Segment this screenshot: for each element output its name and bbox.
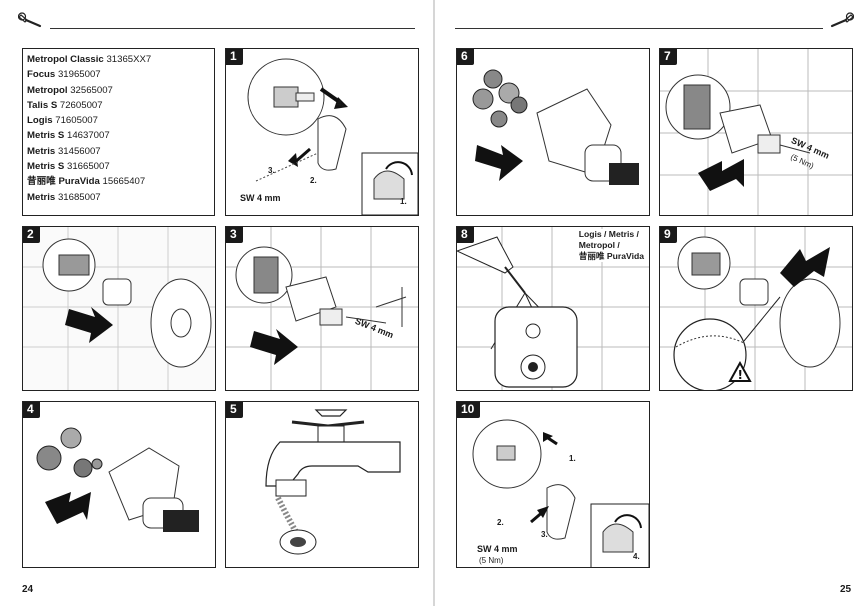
model-item: Focus 31965007 [27, 69, 101, 81]
model-item: Talis S 72605007 [27, 99, 103, 111]
step-10-illustration [472, 419, 649, 567]
callout-2: 2. [497, 518, 504, 527]
step-number: 8 [457, 227, 474, 243]
wrench-icon [18, 12, 42, 28]
model-note: Logis / Metris / Metropol / 昔丽唯 PuraVida [575, 229, 647, 262]
step-4-illustration [36, 427, 199, 532]
step-10-panel: 10 1. 2. 3. 4. SW 4 mm (5 Nm) [456, 401, 650, 568]
step-4-panel: 4 [22, 401, 216, 568]
callout-4: 4. [337, 99, 344, 108]
model-item: Metropol 32565007 [27, 84, 113, 96]
tool-size: SW 4 mm [240, 193, 281, 203]
step-number: 6 [457, 49, 474, 65]
note-line: Logis / Metris / [578, 229, 639, 239]
tool-size: SW 4 mm [477, 544, 518, 554]
step-number: 5 [226, 402, 243, 418]
step-6-illustration [472, 69, 639, 185]
page-25: 6 7 SW 4 mm (5 Nm) [435, 0, 868, 606]
note-line: Metropol / [578, 240, 620, 250]
callout-1: 1. [569, 454, 576, 463]
step-1-panel: 1 4. 3. 2. 1. SW 4 mm [225, 48, 419, 216]
step-number: 1 [226, 49, 243, 65]
callout-4: 4. [633, 552, 640, 561]
step-number: 3 [226, 227, 243, 243]
step-7-panel: 7 SW 4 mm (5 Nm) [659, 48, 853, 216]
torque-value: (5 Nm) [479, 556, 504, 565]
callout-3: 3. [268, 166, 275, 175]
step-5-illustration [265, 409, 401, 555]
model-item: Metris S 31665007 [27, 161, 110, 173]
step-number: 2 [23, 227, 40, 243]
step-2-panel: 2 [22, 226, 216, 391]
callout-3: 3. [541, 530, 548, 539]
page-24: Metropol Classic 31365XX7 Focus 31965007… [0, 0, 433, 606]
step-8-panel: 8 Logis / Metris / Metropol / 昔丽唯 PuraVi… [456, 226, 650, 391]
step-3-illustration [226, 227, 418, 390]
callout-2: 2. [310, 176, 317, 185]
model-list: Metropol Classic 31365XX7 Focus 31965007… [22, 48, 215, 216]
step-7-illustration [660, 49, 852, 215]
step-3-panel: 3 SW 4 mm [225, 226, 419, 391]
svg-text:!: ! [738, 368, 743, 382]
note-line: 昔丽唯 PuraVida [578, 251, 644, 261]
header-rule [455, 28, 823, 29]
step-8-illustration [457, 227, 649, 390]
callout-1: 1. [400, 197, 407, 206]
model-item: 昔丽唯 PuraVida 15665407 [27, 176, 146, 188]
step-number: 4 [23, 402, 40, 418]
step-6-panel: 6 [456, 48, 650, 216]
wrench-icon [830, 12, 854, 28]
page-gutter [433, 0, 435, 606]
step-2-illustration [23, 227, 215, 390]
step-9-illustration: ! [660, 227, 852, 390]
model-item: Metris 31456007 [27, 145, 101, 157]
page-number: 24 [22, 584, 34, 595]
step-number: 10 [457, 402, 481, 418]
step-9-panel: ! 9 [659, 226, 853, 391]
page-number: 25 [840, 584, 852, 595]
model-item: Logis 71605007 [27, 115, 98, 127]
model-item: Metris S 14637007 [27, 130, 110, 142]
header-rule [50, 28, 415, 29]
model-item: Metris 31685007 [27, 191, 101, 203]
model-item: Metropol Classic 31365XX7 [27, 54, 152, 65]
step-5-panel: 5 [225, 401, 419, 568]
step-1-illustration [247, 58, 418, 215]
step-number: 7 [660, 49, 677, 65]
step-number: 9 [660, 227, 677, 243]
